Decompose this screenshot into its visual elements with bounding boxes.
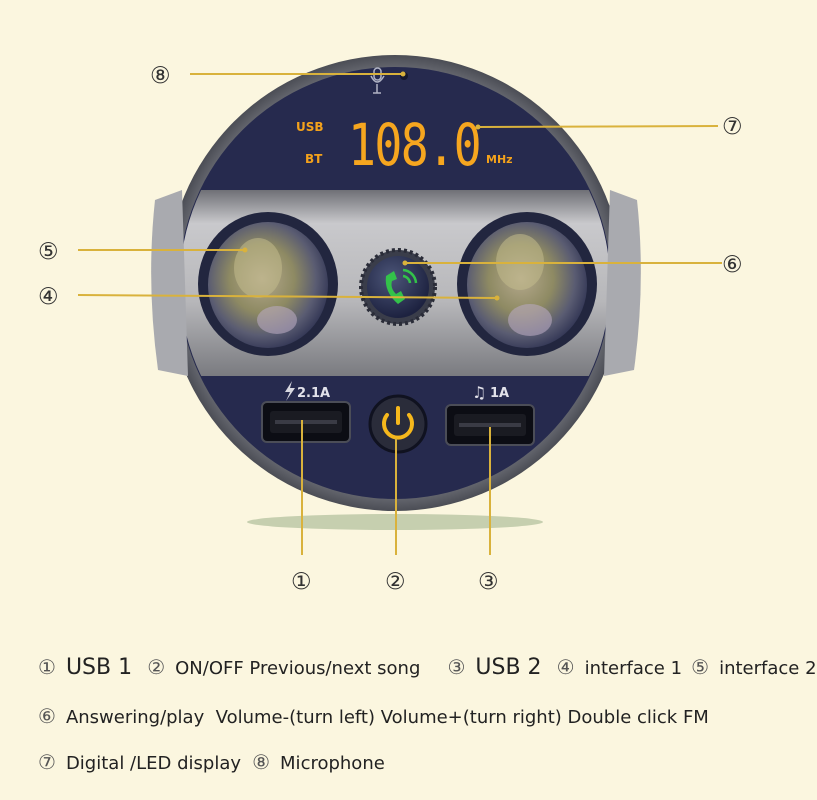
legend-num-6: ⑥ [38, 704, 56, 728]
answer-knob[interactable] [359, 248, 437, 326]
legend-text-onoff: ON/OFF Previous/next song [175, 658, 421, 679]
band-edge-left [151, 190, 188, 376]
callout-4: ④ [38, 284, 59, 310]
svg-text:2.1A: 2.1A [297, 386, 330, 401]
legend-row-1: ① USB 1 ② ON/OFF Previous/next song ③ USB 2… [38, 655, 817, 680]
legend-num-7: ⑦ [38, 750, 56, 774]
callout-1: ① [291, 569, 312, 595]
device-diagram: USB BT 108.0 MHz [38, 55, 743, 595]
callout-5: ⑤ [38, 239, 59, 265]
callout-dots [242, 71, 500, 301]
interface-1-socket [457, 212, 597, 356]
bt-indicator: BT [305, 152, 323, 166]
legend-row-3: ⑦ Digital /LED display ⑧ Microphone [38, 750, 385, 774]
callout-lines [77, 73, 722, 555]
legend-num-2: ② [147, 655, 166, 679]
legend: ① USB 1 ② ON/OFF Previous/next song ③ USB 2… [0, 620, 817, 800]
music-note-icon: ♫ [472, 383, 486, 402]
led-display: USB BT 108.0 MHz [296, 111, 513, 179]
legend-text-usb1: USB 1 [65, 655, 133, 680]
lightning-icon [285, 381, 295, 401]
usb1-port[interactable] [261, 401, 351, 443]
legend-num-1: ① [38, 655, 56, 679]
legend-num-3: ③ [447, 655, 466, 679]
svg-text:1A: 1A [490, 386, 509, 401]
legend-text-interface1: interface 1 [584, 658, 683, 679]
interface-2-socket [198, 212, 338, 356]
usb-indicator: USB [296, 120, 324, 134]
usb2-port[interactable] [445, 404, 535, 446]
power-button[interactable] [368, 394, 428, 454]
legend-text-microphone: Microphone [280, 753, 385, 774]
callout-3: ③ [478, 569, 499, 595]
callout-2: ② [385, 569, 406, 595]
legend-num-5: ⑤ [691, 655, 710, 679]
callout-8: ⑧ [150, 63, 171, 89]
usb1-rating-label: 2.1A [285, 381, 330, 401]
legend-num-8: ⑧ [252, 750, 271, 774]
usb2-rating-label: ♫ 1A [472, 383, 509, 402]
phone-icon [385, 268, 418, 304]
callout-6: ⑥ [722, 252, 743, 278]
legend-text-answering: Answering/play Volume-(turn left) Volume… [65, 707, 709, 728]
legend-num-4: ④ [556, 655, 575, 679]
frequency-unit: MHz [486, 153, 513, 166]
band-edge-right [604, 190, 641, 376]
legend-text-display: Digital /LED display [65, 753, 241, 774]
legend-text-interface2: interface 2 [719, 658, 817, 679]
callout-7: ⑦ [722, 114, 743, 140]
legend-row-2: ⑥ Answering/play Volume-(turn left) Volum… [38, 704, 709, 728]
power-icon [382, 406, 414, 440]
frequency-readout: 108.0 [348, 111, 480, 179]
legend-text-usb2: USB 2 [475, 655, 542, 680]
